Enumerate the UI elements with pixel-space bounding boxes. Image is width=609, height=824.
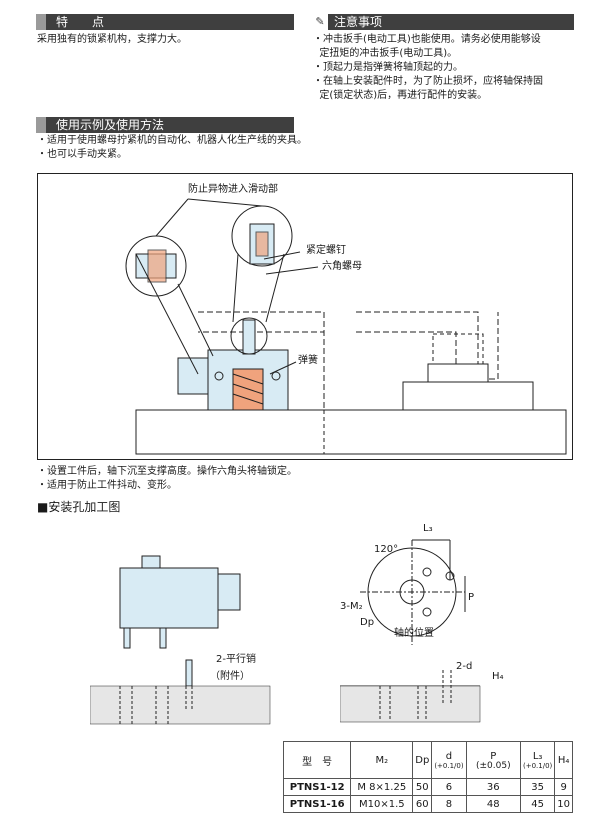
cell-model: PTNS1-16 [282,795,352,813]
header-tab [36,117,46,133]
label-m2: 3-M₂ [340,601,363,612]
features-title: 特 点 [56,15,105,29]
usage-list: ・适用于使用螺母拧紧机的自动化、机器人化生产线的夹具。 ・也可以手动夹紧。 [37,134,307,162]
cell-dp: 60 [412,795,433,813]
table-row: PTNS1-12 M 8×1.25 50 6 36 35 9 [282,778,573,796]
label-angle: 120° [374,544,399,555]
header-p-label: P [490,750,497,762]
caution-line: ・顶起力是指弹簧将轴顶起的力。 [313,62,463,73]
cell-l3: 45 [519,795,556,813]
cell-model: PTNS1-12 [282,778,352,796]
caution-line: ・在轴上安装配件时，为了防止损坏，应将轴保持固 [313,76,543,87]
label-set-screw: 紧定螺钉 [306,245,346,256]
header-h4: H₄ [554,741,573,779]
label-pin: 2-平行销 [216,654,256,665]
usage-diagram-drawing [125,198,567,455]
header-d-sub: (+0.1/0) [434,761,464,770]
header-model: 型 号 [282,741,352,779]
cautions-title: 注意事项 [334,15,383,29]
mounting-top-drawing [340,539,481,723]
header-dp: Dp [412,741,433,779]
label-dust: 防止异物进入滑动部 [188,184,278,195]
label-hex-nut: 六角螺母 [322,261,362,272]
header-p: P(±0.05) [465,741,521,779]
caution-line: ・冲击扳手(电动工具)也能使用。请务必使用能够设 [313,34,541,45]
header-tab [36,14,46,30]
mounting-title: ■安装孔加工图 [37,500,121,514]
cell-dp: 50 [412,778,433,796]
cell-p: 36 [465,778,521,796]
cell-p: 48 [465,795,521,813]
cell-d: 8 [431,795,467,813]
header-m2: M₂ [350,741,414,779]
usage-title: 使用示例及使用方法 [56,118,165,132]
caution-line: 定扭矩的冲击扳手(电动工具)。 [313,48,458,59]
usage-diagram: 防止异物进入滑动部 紧定螺钉 六角螺母 弹簧 [37,173,573,460]
cell-d: 6 [431,778,467,796]
label-dp: Dp [360,617,375,628]
header-d: d(+0.1/0) [431,741,467,779]
header-l3-sub: (+0.1/0) [522,761,553,770]
header-p-sub: (±0.05) [475,760,511,771]
pencil-icon: ✎ [312,14,328,30]
header-d-label: d [445,750,453,762]
table-header-row: 型 号 M₂ Dp d(+0.1/0) P(±0.05) L₃(+0.1/0) … [282,741,573,779]
usage-line: ・适用于使用螺母拧紧机的自动化、机器人化生产线的夹具。 [37,135,307,146]
header-l3: L₃(+0.1/0) [519,741,556,779]
features-header: 特 点 [36,14,294,30]
note-line: ・适用于防止工件抖动、变形。 [37,480,177,491]
after-notes: ・设置工件后，轴下沉至支撑高度。操作六角头将轴锁定。 ・适用于防止工件抖动、变形… [37,465,297,493]
label-h4: H₄ [492,671,504,682]
usage-line: ・也可以手动夹紧。 [37,149,127,160]
label-two-d: 2-d [456,661,473,672]
cell-h4: 9 [554,778,573,796]
label-l3: L₃ [423,523,433,534]
note-line: ・设置工件后，轴下沉至支撑高度。操作六角头将轴锁定。 [37,466,297,477]
header-l3-label: L₃ [532,750,543,762]
label-pin-note: （附件） [210,671,250,682]
usage-header: 使用示例及使用方法 [36,117,294,133]
label-axis-pos: 轴的位置 [394,628,434,639]
cell-m2: M 8×1.25 [350,778,414,796]
caution-line: 定(锁定状态)后，再进行配件的安装。 [313,90,488,101]
table-row: PTNS1-16 M10×1.5 60 8 48 45 10 [282,795,573,813]
spec-table: 型 号 M₂ Dp d(+0.1/0) P(±0.05) L₃(+0.1/0) … [282,741,573,813]
mounting-side-drawing [90,555,271,725]
cell-l3: 35 [519,778,556,796]
cautions-header: ✎ 注意事项 [312,14,574,30]
cell-h4: 10 [554,795,573,813]
label-p: P [468,592,475,603]
label-spring: 弹簧 [298,355,318,366]
cell-m2: M10×1.5 [350,795,414,813]
cautions-list: ・冲击扳手(电动工具)也能使用。请务必使用能够设 定扭矩的冲击扳手(电动工具)。… [313,33,575,103]
features-text: 采用独有的锁紧机构，支撑力大。 [37,34,187,45]
